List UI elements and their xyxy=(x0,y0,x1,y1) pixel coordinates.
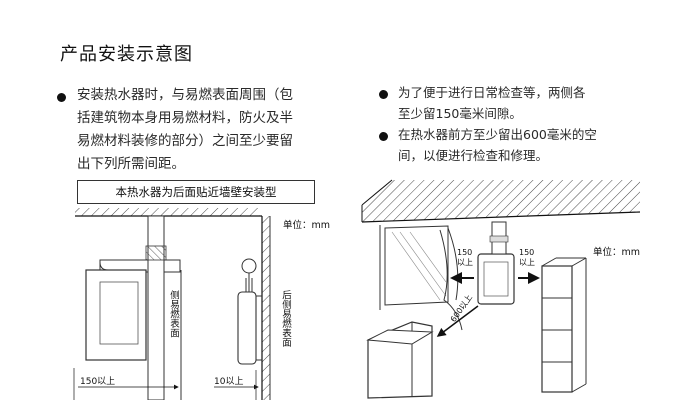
bullet-icon xyxy=(379,132,388,141)
right-item-1-line-1: 为了便于进行日常检查等，两侧各 xyxy=(398,85,586,100)
gap-left-label: 150 以上 xyxy=(457,248,473,268)
right-item-2-line-2: 间，以便进行检查和修理。 xyxy=(398,148,549,163)
gap-right-value: 150 xyxy=(519,248,535,257)
page-title: 产品安装示意图 xyxy=(60,44,193,65)
wall-hatch xyxy=(262,216,270,400)
gap-left-value: 150 xyxy=(457,248,473,257)
rear-clearance-diagram xyxy=(214,216,271,400)
gap-right-label: 150 以上 xyxy=(519,248,535,268)
bullet-icon xyxy=(379,90,388,99)
front-clearance-diagram xyxy=(361,179,641,399)
side-dim-label: 150以上 xyxy=(80,377,116,387)
left-line-4: 出下列所需间距。 xyxy=(77,156,185,172)
side-flammable-label: 侧易燃表面 xyxy=(168,290,179,338)
bullet-icon xyxy=(57,93,66,102)
left-line-3: 易燃材料装修的部分）之间至少要留 xyxy=(77,133,293,149)
right-item-2: 在热水器前方至少留出600毫米的空 间，以便进行检查和修理。 xyxy=(398,124,668,166)
left-line-2: 括建筑物本身用易燃材料，防火及半 xyxy=(77,110,293,126)
ceiling-hatch xyxy=(75,208,260,216)
left-paragraph: 安装热水器时，与易燃表面周围（包 括建筑物本身用易燃材料，防火及半 易燃材料装修… xyxy=(77,84,347,176)
rear-flammable-label: 后侧易燃表面 xyxy=(280,290,291,347)
unit-label-left: 单位：mm xyxy=(283,220,331,231)
left-line-1: 安装热水器时，与易燃表面周围（包 xyxy=(77,87,293,103)
gap-left-unit: 以上 xyxy=(457,258,473,267)
rear-dim-label: 10以上 xyxy=(214,377,244,387)
unit-label-right: 单位：mm xyxy=(593,247,641,258)
heater-profile xyxy=(237,291,257,365)
right-item-1-line-2: 至少留150毫米间隙。 xyxy=(398,106,522,121)
right-item-1: 为了便于进行日常检查等，两侧各 至少留150毫米间隙。 xyxy=(398,82,658,124)
install-type-label: 本热水器为后面贴近墙壁安装型 xyxy=(77,180,315,204)
gap-right-unit: 以上 xyxy=(519,258,535,267)
side-clearance-diagram xyxy=(73,208,270,400)
flue-pipe xyxy=(147,215,165,400)
right-item-2-line-1: 在热水器前方至少留出600毫米的空 xyxy=(398,127,597,142)
side-shelf xyxy=(541,265,573,393)
